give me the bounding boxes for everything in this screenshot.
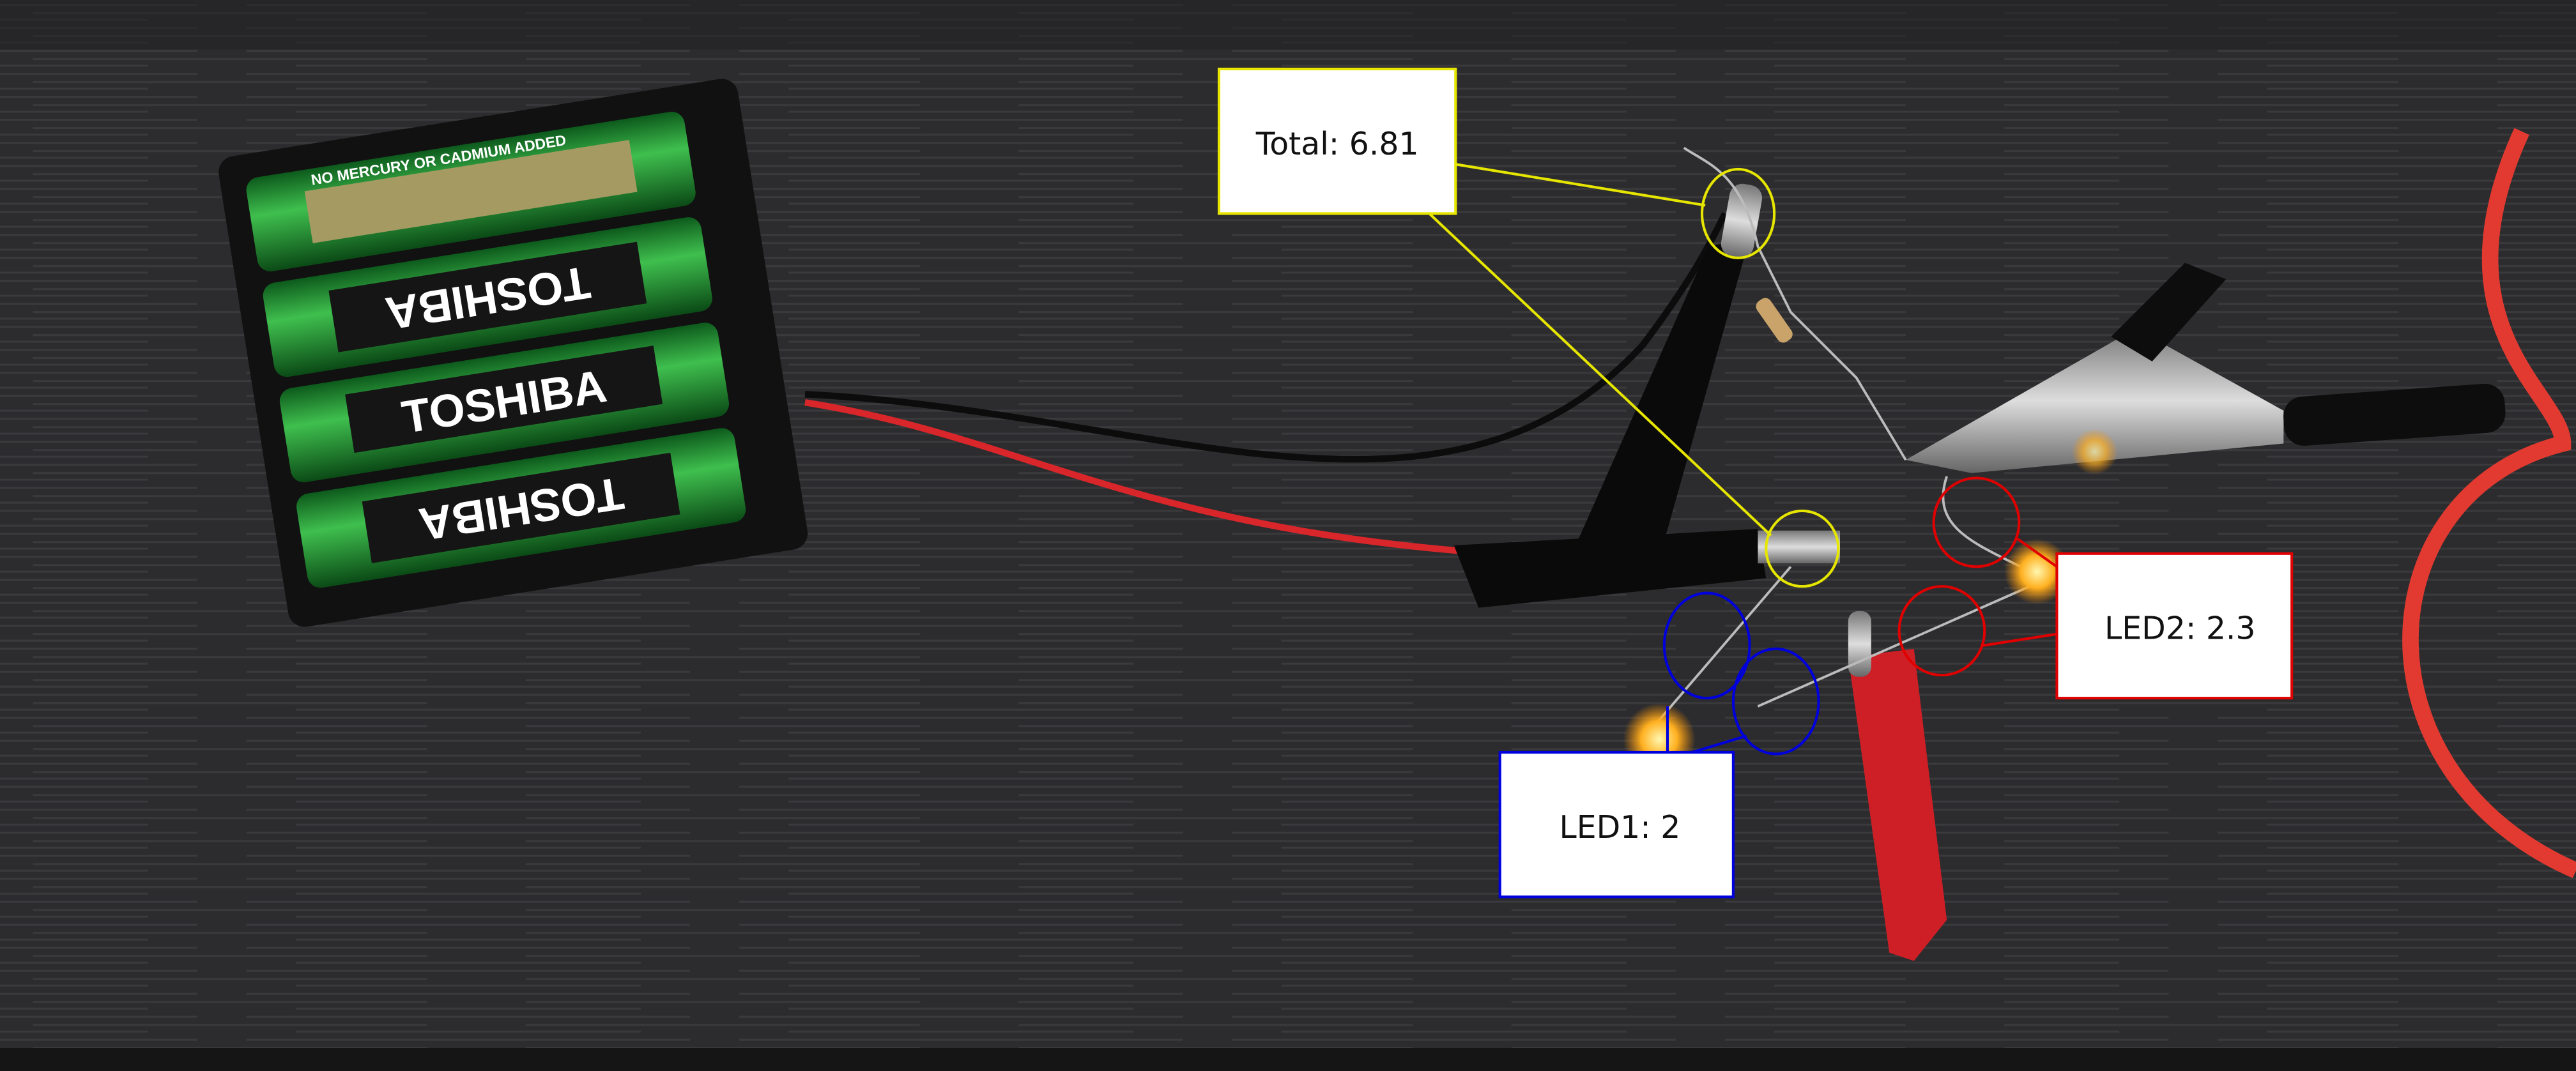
battery: NO MERCURY OR CADMIUM ADDED <box>246 111 696 271</box>
callout-line <box>2016 537 2058 568</box>
measure-point-circle <box>1731 647 1820 756</box>
clip-handle <box>2283 383 2506 446</box>
led1-voltage-label: LED1: 2 <box>1559 809 1680 846</box>
callout-line <box>1428 212 1772 536</box>
led-reflection <box>2071 429 2118 475</box>
measure-point-circle <box>1662 591 1751 700</box>
red-cable-coil <box>2402 128 2576 878</box>
clip-jaw <box>1758 530 1840 564</box>
total-annotation <box>1217 67 1840 588</box>
total-voltage-label: Total: 6.81 <box>1255 126 1419 162</box>
callout-line <box>1455 163 1706 207</box>
red-clip <box>1848 648 1947 961</box>
led1-annotation <box>1498 591 1820 899</box>
clip-handle <box>2111 262 2227 361</box>
black-wire <box>804 212 1728 463</box>
resistor <box>1756 298 1793 343</box>
measure-point-circle <box>1932 476 2021 568</box>
desk-edge-bottom <box>0 1047 2576 1071</box>
desk-edge-top <box>0 0 2576 50</box>
callout-line <box>1691 734 1747 754</box>
led2-voltage-label: LED2: 2.3 <box>2104 611 2255 647</box>
black-clip-lower <box>1453 529 1767 608</box>
led2-label-box <box>2055 552 2294 700</box>
clip-jaw <box>1721 183 1763 259</box>
battery-pack: NO MERCURY OR CADMIUM ADDED TOSHIBA TOSH… <box>218 79 808 627</box>
total-label-box <box>1217 67 1457 215</box>
resistor-lead <box>1683 146 1907 461</box>
led2-annotation <box>1897 476 2294 700</box>
measure-point-circle <box>1765 509 1840 588</box>
battery: TOSHIBA <box>296 428 746 588</box>
callout-line <box>1982 632 2057 647</box>
battery: TOSHIBA <box>263 217 712 377</box>
led2-glowing <box>2004 538 2070 605</box>
measure-point-circle <box>1700 167 1776 259</box>
clip-jaw <box>1848 611 1871 677</box>
led1-label-box <box>1498 750 1735 899</box>
black-clip-upper <box>1577 238 1750 559</box>
measure-point-circle <box>1897 585 1986 677</box>
silver-clip <box>1905 328 2284 473</box>
battery: TOSHIBA <box>279 323 730 483</box>
